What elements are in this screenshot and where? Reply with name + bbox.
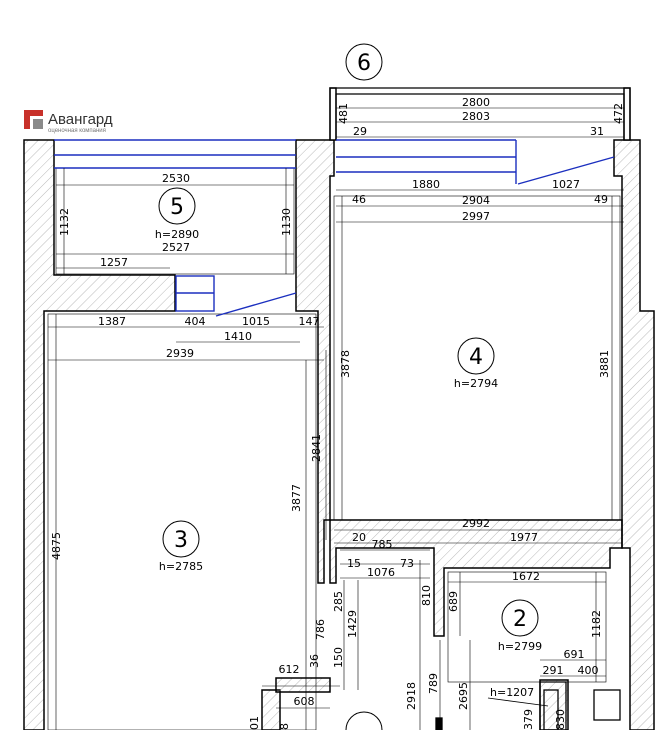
dim-label: 15 <box>347 557 361 570</box>
dim-label: 31 <box>590 125 604 138</box>
brand-subtitle: оценочная компания <box>48 128 106 134</box>
dim-label: 1132 <box>58 208 71 236</box>
fixtures <box>435 681 621 730</box>
room-4-number: 4 <box>469 345 483 370</box>
dim-label: 789 <box>427 673 440 694</box>
brand-name: Авангард <box>48 111 113 128</box>
room-6-circle <box>345 43 383 81</box>
room-6-number: 6 <box>357 51 371 76</box>
dim-label: 1410 <box>224 330 252 343</box>
dim-label: 01 <box>248 716 261 730</box>
dim-label: 2939 <box>166 347 194 360</box>
dim-label: 689 <box>447 591 460 612</box>
dim-label: h=1207 <box>490 686 534 699</box>
room-labels: 6 5 h=2890 4 h=2794 3 h=2785 2 h=2799 <box>155 51 542 653</box>
room-3-height: h=2785 <box>159 560 203 573</box>
dim-label: 612 <box>279 663 300 676</box>
dim-label: 73 <box>400 557 414 570</box>
dim-label: 785 <box>372 538 393 551</box>
dim-label: 1429 <box>346 610 359 638</box>
dim-label: 691 <box>564 648 585 661</box>
dim-label: 1977 <box>510 531 538 544</box>
dim-label: 1387 <box>98 315 126 328</box>
dim-label: 2992 <box>462 517 490 530</box>
dim-label: 1130 <box>280 208 293 236</box>
dim-label: 1076 <box>367 566 395 579</box>
room-3-number: 3 <box>174 528 188 553</box>
room-4-height: h=2794 <box>454 377 498 390</box>
dim-label: 810 <box>420 585 433 606</box>
room-5-circle <box>158 187 196 225</box>
room-4-circle <box>457 337 495 375</box>
dim-label: 2918 <box>405 682 418 710</box>
dim-label: 49 <box>594 193 608 206</box>
dim-label: 285 <box>332 591 345 612</box>
dim-label: 404 <box>185 315 206 328</box>
dim-label: 1880 <box>412 178 440 191</box>
dim-label: 36 <box>308 654 321 668</box>
dimension-labels: 2800 2803 481 472 29 31 1880 1027 46 290… <box>50 96 625 730</box>
dim-label: 2800 <box>462 96 490 109</box>
fixture-box <box>593 689 621 721</box>
dim-label: 46 <box>352 193 366 206</box>
dim-label: 29 <box>353 125 367 138</box>
dim-label: 2803 <box>462 110 490 123</box>
dim-label: 2530 <box>162 172 190 185</box>
dim-label: 2695 <box>457 682 470 710</box>
balcony <box>329 87 631 140</box>
dim-label: 481 <box>337 103 350 124</box>
dim-label: 3877 <box>290 484 303 512</box>
dim-label: 3878 <box>339 350 352 378</box>
room-2-circle <box>501 599 539 637</box>
dim-label: 150 <box>332 647 345 668</box>
walls <box>23 87 655 730</box>
dim-label: 291 <box>543 664 564 677</box>
dim-label: 1015 <box>242 315 270 328</box>
windows <box>54 139 615 317</box>
dim-label: 1182 <box>590 610 603 638</box>
dim-label: 8 <box>278 723 291 730</box>
room-5-number: 5 <box>170 195 184 220</box>
dim-label: 1672 <box>512 570 540 583</box>
dim-label: 786 <box>314 619 327 640</box>
dim-label: 1027 <box>552 178 580 191</box>
dim-label: 2997 <box>462 210 490 223</box>
dim-label: 472 <box>612 103 625 124</box>
dim-label: 400 <box>578 664 599 677</box>
dimension-lines <box>48 107 624 730</box>
room-2-height: h=2799 <box>498 640 542 653</box>
room-markers <box>158 43 539 730</box>
dim-label: 608 <box>294 695 315 708</box>
room-3-circle <box>162 520 200 558</box>
dim-label: 3881 <box>598 350 611 378</box>
room-5-height: h=2890 <box>155 228 199 241</box>
dim-label: 2841 <box>310 434 323 462</box>
room-1-circle-partial <box>345 711 383 730</box>
dim-label: 1257 <box>100 256 128 269</box>
dim-label: 830 <box>554 709 567 730</box>
brand-logo: Авангард оценочная компания <box>24 110 113 134</box>
dim-label: 20 <box>352 531 366 544</box>
dim-label: 2527 <box>162 241 190 254</box>
dim-label: 2904 <box>462 194 490 207</box>
dim-label: 379 <box>522 709 535 730</box>
room-2-number: 2 <box>513 607 527 632</box>
dim-label: 4875 <box>50 532 63 560</box>
dim-label: 147 <box>299 315 320 328</box>
